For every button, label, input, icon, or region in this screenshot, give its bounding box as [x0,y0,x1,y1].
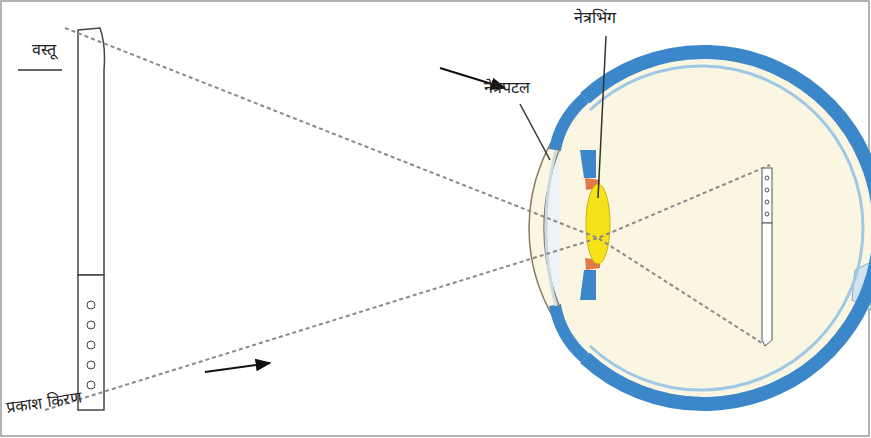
retina-image [762,168,772,346]
leader-line [18,69,62,71]
object-knife [78,28,105,410]
eyeball [529,52,871,404]
direction-arrow [205,363,270,372]
part-label: नेत्रभिंग [574,8,616,27]
leader-line [520,104,550,160]
leader-line [598,36,606,198]
part-label: प्रकाश किरण [5,388,83,418]
light-rays [45,28,770,410]
part-label: वस्तू [32,40,56,59]
part-label: नेत्रपटल [484,78,530,97]
